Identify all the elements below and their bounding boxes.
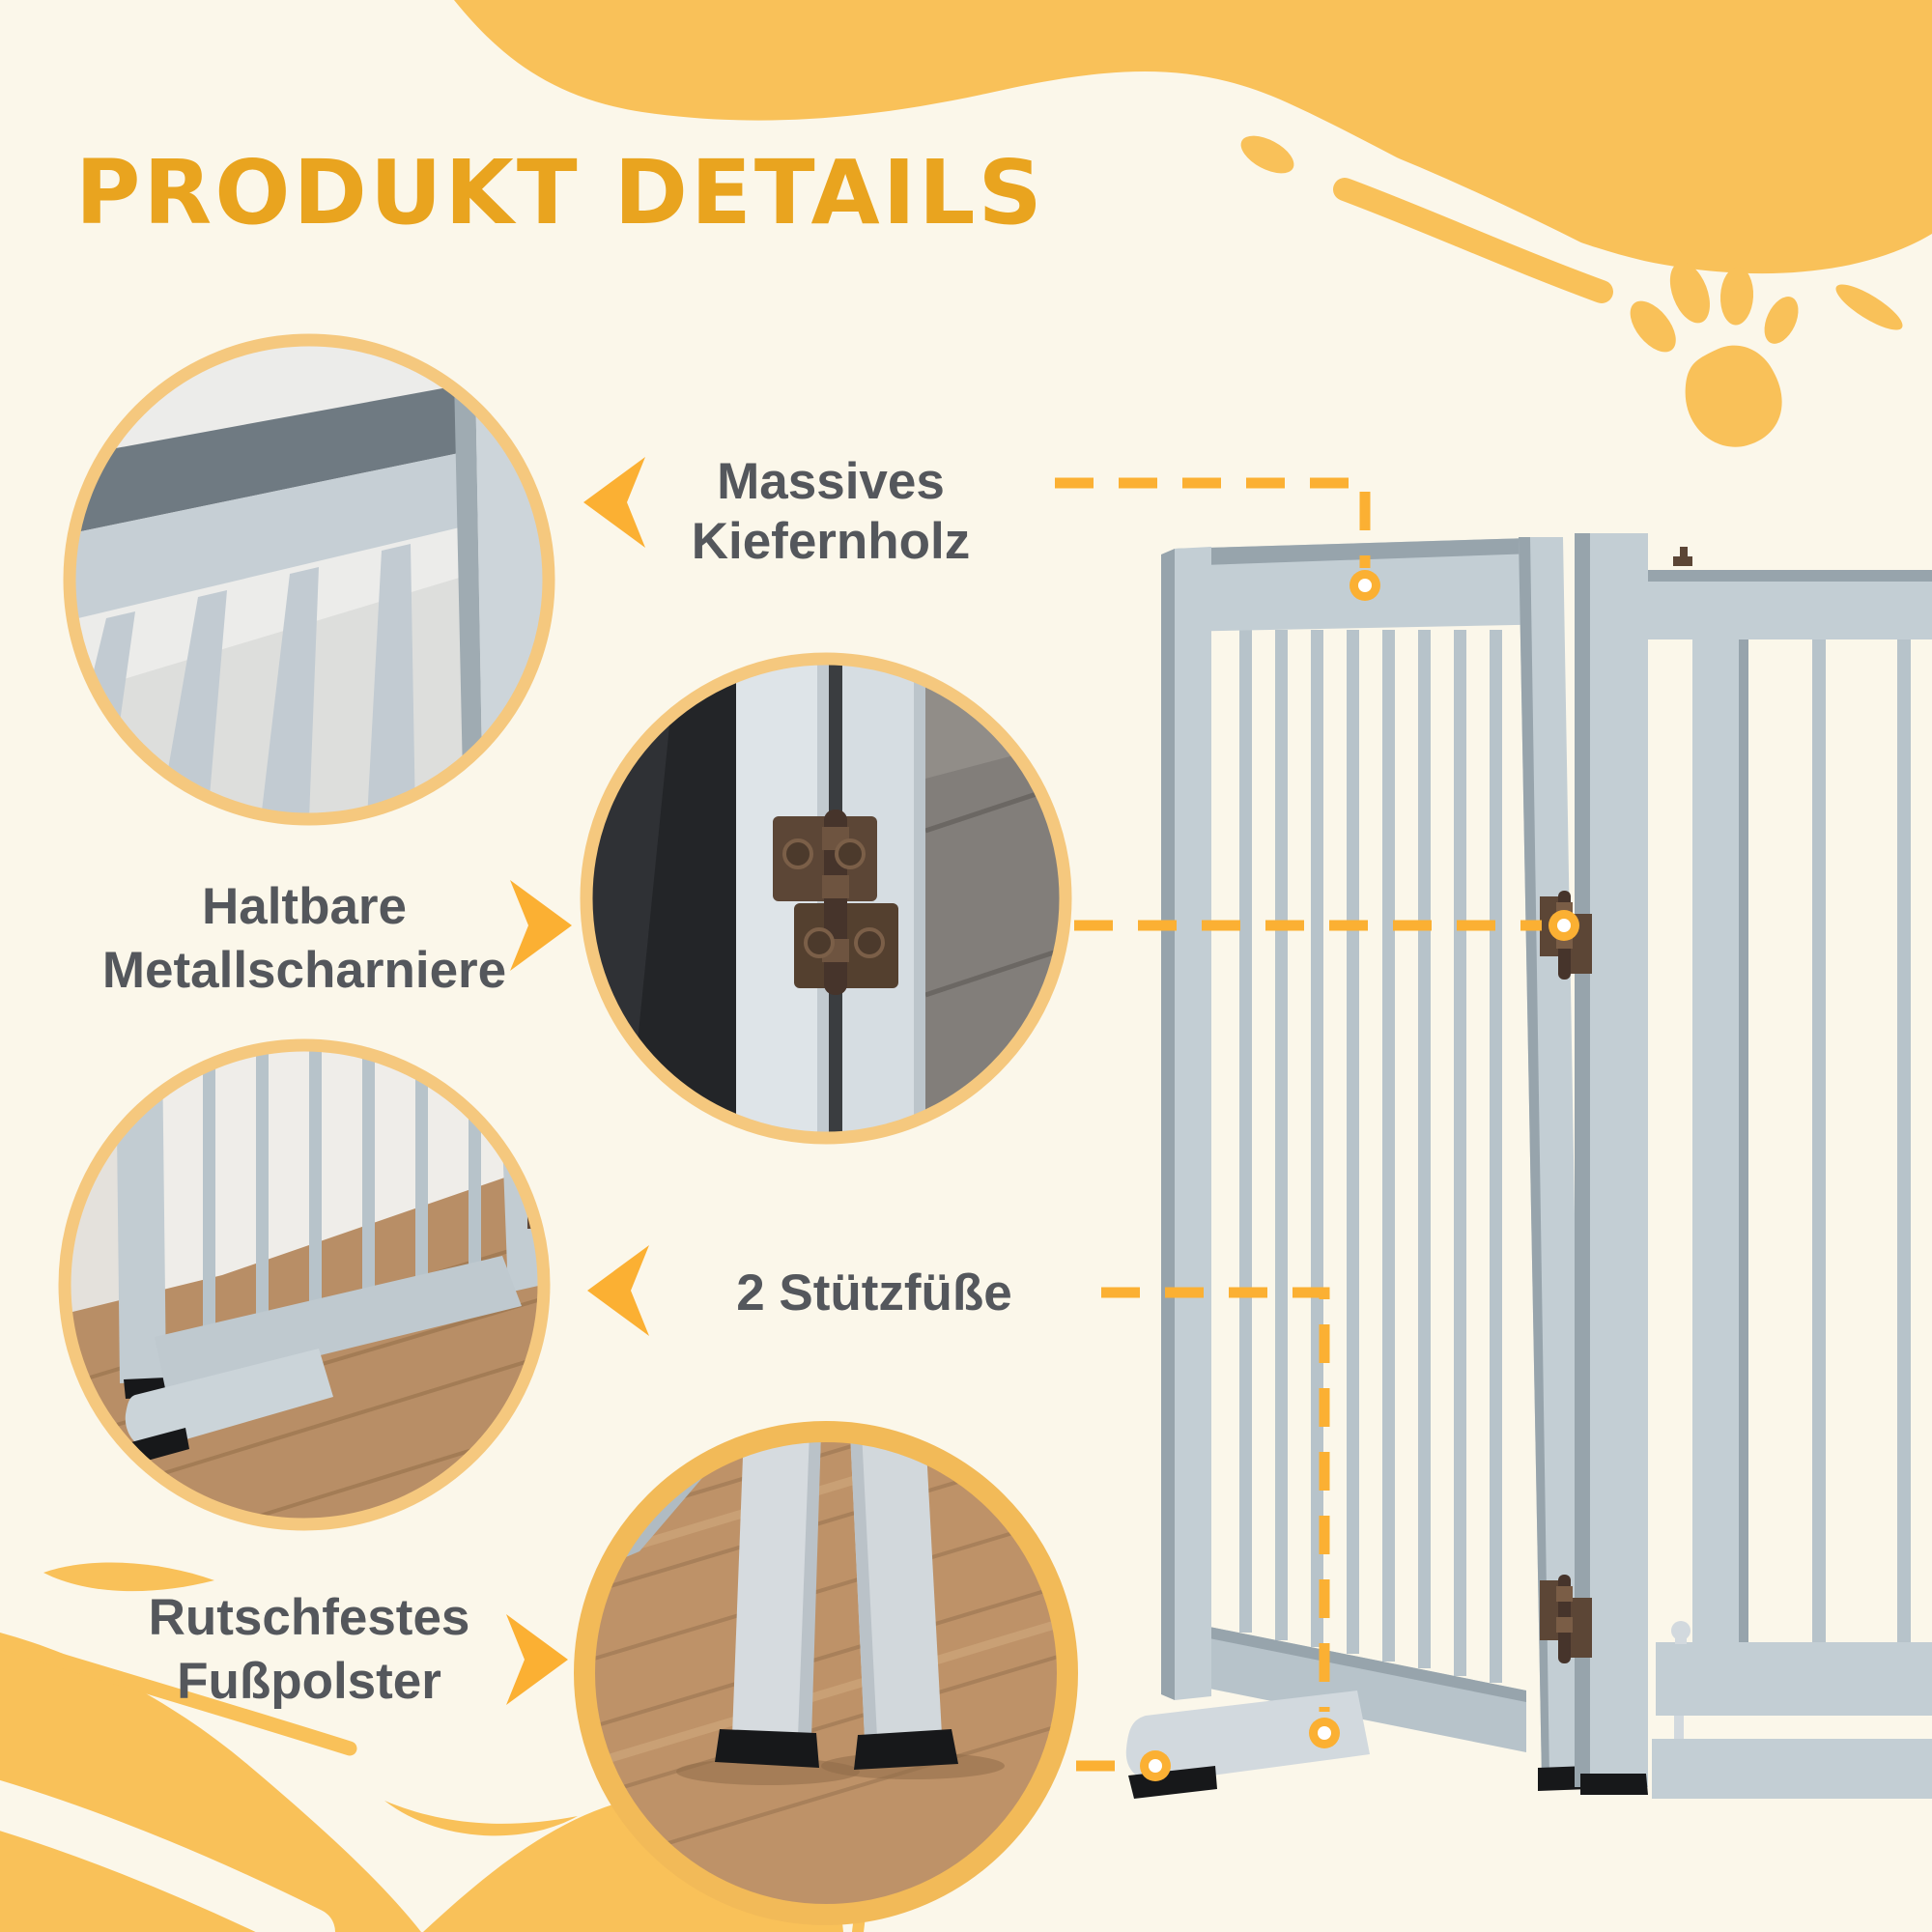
- arrow-left-icon: [583, 457, 645, 548]
- gate-right-panel: [1575, 533, 1932, 1799]
- connector-pads: [1076, 1750, 1171, 1781]
- photo-metal-hinge: [580, 652, 1072, 1145]
- photo-gate-top-corner: [63, 333, 555, 826]
- callout-label-support-feet: 2 Stützfüße: [736, 1264, 1012, 1321]
- arrow-right-icon: [510, 880, 572, 971]
- gate-left-panel: [1125, 537, 1590, 1799]
- paw-icon: [1630, 262, 1799, 447]
- callout-label-foot-pads: Rutschfestes Fußpolster: [148, 1589, 470, 1710]
- photo-gate-base: [58, 1038, 551, 1531]
- hinge-close-up: [773, 810, 898, 995]
- bottom-wave-decoration: [0, 1562, 877, 1932]
- gate-hinge-lower: [1540, 1575, 1592, 1663]
- connector-hinges: [1074, 910, 1579, 941]
- arrow-left-icon: [587, 1245, 649, 1336]
- support-foot: [1125, 1690, 1370, 1782]
- callout-label-hinges: Haltbare Metallscharniere: [101, 878, 507, 999]
- connector-feet: [1101, 1287, 1340, 1748]
- photo-foot-pads: [574, 1421, 1078, 1925]
- page-title: PRODUKT DETAILS: [75, 141, 1045, 244]
- arrow-right-icon: [506, 1614, 568, 1705]
- pet-gate-illustration: [1125, 533, 1932, 1799]
- connector-wood: [1055, 477, 1380, 601]
- paw-sliver-decoration: [1835, 284, 1903, 330]
- callout-label-wood: Massives Kiefernholz: [691, 453, 971, 570]
